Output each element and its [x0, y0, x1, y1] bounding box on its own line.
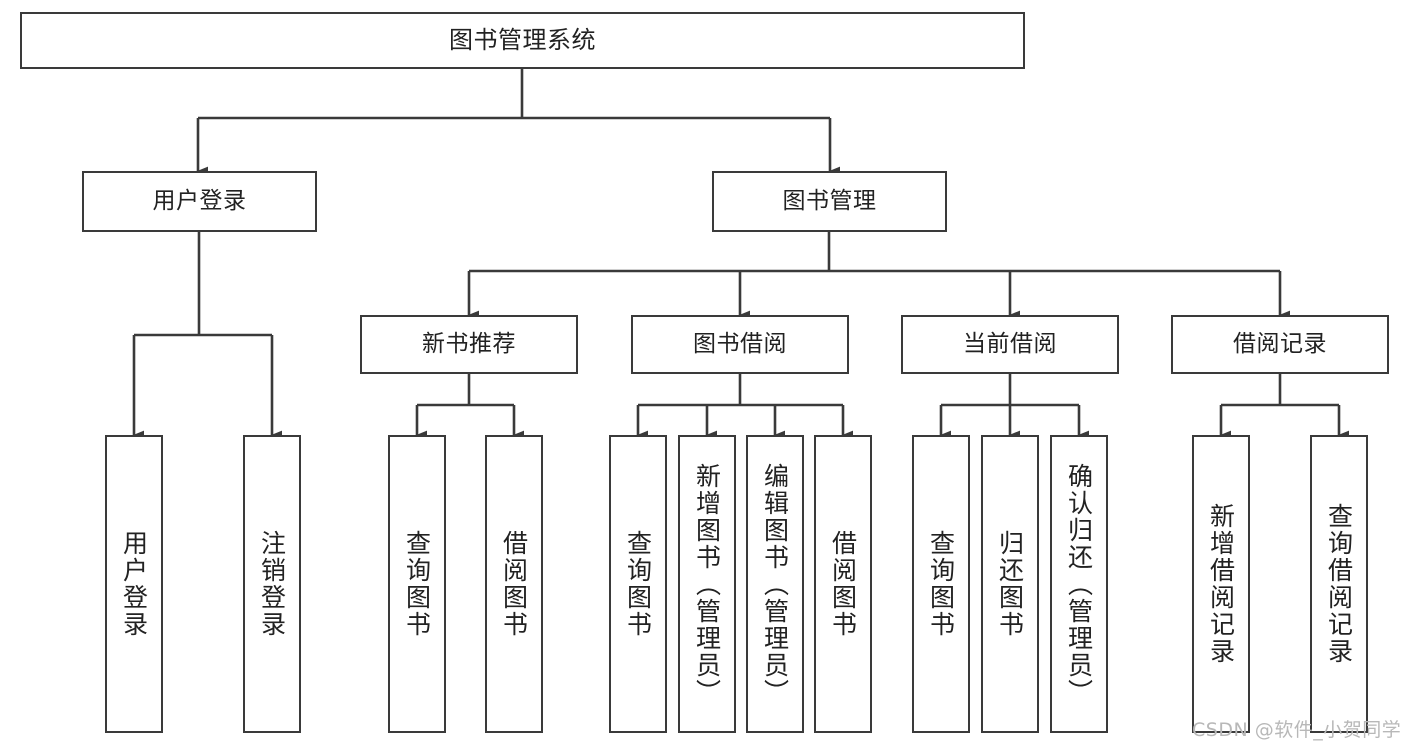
node-new-book-recommend[interactable]: 新书推荐: [360, 315, 578, 374]
node-label-user-login: 用户登录: [152, 188, 247, 215]
node-root-system[interactable]: 图书管理系统: [20, 12, 1025, 69]
node-label-leaf-return-book: 归还图书: [995, 530, 1025, 638]
node-label-book-management: 图书管理: [782, 188, 877, 215]
node-leaf-return-book[interactable]: 归还图书: [981, 435, 1039, 733]
node-user-login[interactable]: 用户登录: [82, 171, 317, 232]
node-label-leaf-logout-login: 注销登录: [257, 530, 287, 638]
node-leaf-user-login[interactable]: 用户登录: [105, 435, 163, 733]
node-label-borrow-record: 借阅记录: [1233, 331, 1327, 358]
node-leaf-add-book[interactable]: 新增图书（管理员）: [678, 435, 736, 733]
node-label-leaf-add-record: 新增借阅记录: [1206, 503, 1236, 665]
connector-group-new-book-recommend: [415, 374, 525, 440]
node-leaf-logout-login[interactable]: 注销登录: [243, 435, 301, 733]
node-leaf-edit-book[interactable]: 编辑图书（管理员）: [746, 435, 804, 733]
node-label-leaf-user-login: 用户登录: [119, 530, 149, 638]
node-current-borrow[interactable]: 当前借阅: [901, 315, 1119, 374]
node-leaf-query-book-2[interactable]: 查询图书: [609, 435, 667, 733]
connector-group-user-login: [132, 232, 283, 440]
node-label-leaf-query-book-2: 查询图书: [623, 530, 653, 638]
node-label-leaf-add-book: 新增图书（管理员）: [692, 462, 722, 706]
node-leaf-borrow-book-1[interactable]: 借阅图书: [485, 435, 543, 733]
node-leaf-query-book-3[interactable]: 查询图书: [912, 435, 970, 733]
connector-group-borrow-record: [1219, 374, 1350, 440]
node-label-leaf-borrow-book-2: 借阅图书: [828, 530, 858, 638]
node-leaf-add-record[interactable]: 新增借阅记录: [1192, 435, 1250, 733]
node-borrow-record[interactable]: 借阅记录: [1171, 315, 1389, 374]
node-label-root: 图书管理系统: [449, 25, 596, 54]
connector-group-book-management: [467, 232, 1291, 320]
node-label-current-borrow: 当前借阅: [963, 331, 1057, 358]
node-label-new-book-recommend: 新书推荐: [422, 331, 516, 358]
csdn-watermark: CSDN @软件_小贺同学: [1192, 719, 1402, 741]
node-leaf-borrow-book-2[interactable]: 借阅图书: [814, 435, 872, 733]
node-label-leaf-query-book-1: 查询图书: [402, 530, 432, 638]
node-leaf-query-book-1[interactable]: 查询图书: [388, 435, 446, 733]
connector-group-current-borrow: [939, 374, 1090, 440]
node-leaf-confirm-return[interactable]: 确认归还（管理员）: [1050, 435, 1108, 733]
connector-group-book-borrow: [636, 374, 854, 440]
node-label-leaf-query-book-3: 查询图书: [926, 530, 956, 638]
node-label-leaf-query-record: 查询借阅记录: [1324, 503, 1354, 665]
node-label-leaf-borrow-book-1: 借阅图书: [499, 530, 529, 638]
connector-group-root: [196, 68, 841, 176]
node-leaf-query-record[interactable]: 查询借阅记录: [1310, 435, 1368, 733]
node-book-management[interactable]: 图书管理: [712, 171, 947, 232]
node-label-book-borrow: 图书借阅: [693, 331, 787, 358]
node-book-borrow[interactable]: 图书借阅: [631, 315, 849, 374]
node-label-leaf-confirm-return: 确认归还（管理员）: [1064, 462, 1094, 706]
node-label-leaf-edit-book: 编辑图书（管理员）: [760, 462, 790, 706]
